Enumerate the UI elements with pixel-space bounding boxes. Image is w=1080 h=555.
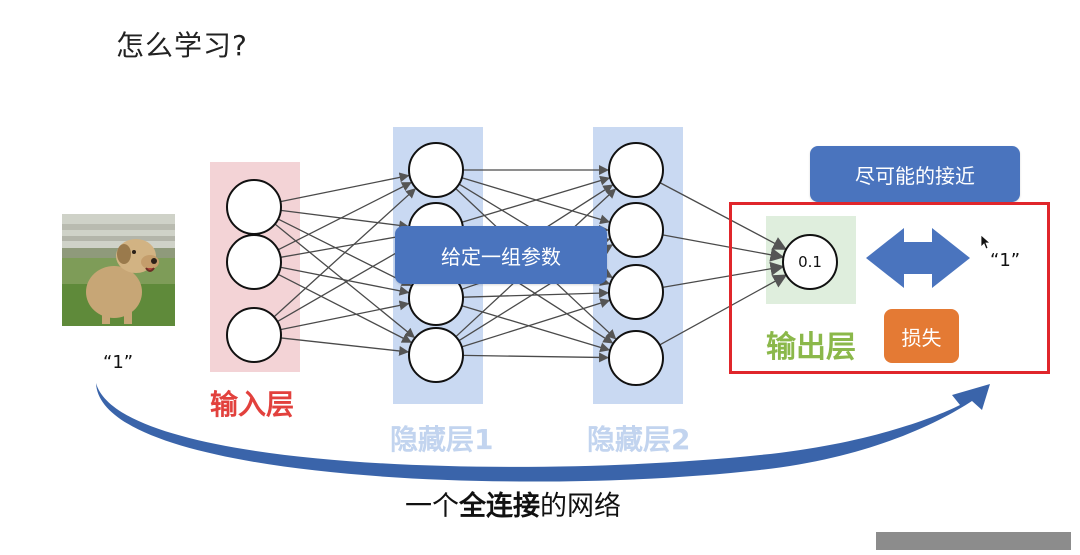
horizontal-scrollbar[interactable] xyxy=(876,532,1071,550)
hidden-layer-2-label: 隐藏层2 xyxy=(587,423,691,456)
connection-edge xyxy=(461,305,611,353)
compare-double-arrow xyxy=(866,228,970,288)
connection-edge xyxy=(274,223,416,338)
connection-edge xyxy=(277,273,412,343)
input-node xyxy=(226,179,282,235)
connection-edge xyxy=(662,234,785,262)
output-node xyxy=(782,234,838,290)
hidden-1-node xyxy=(408,142,464,198)
input-node xyxy=(226,307,282,363)
connection-edge xyxy=(280,300,410,331)
given-params-box: 给定一组参数 xyxy=(395,226,607,284)
connection-edge xyxy=(273,188,416,318)
output-highlight-frame xyxy=(729,202,1050,374)
dog-photo xyxy=(62,214,175,326)
connection-edge xyxy=(461,298,611,348)
hidden-layer-1-label: 隐藏层1 xyxy=(390,423,494,456)
page-title: 怎么学习? xyxy=(116,29,248,62)
output-value: 0.1 xyxy=(798,253,822,271)
output-layer-label: 输出层 xyxy=(766,330,856,365)
connection-edge xyxy=(462,288,610,299)
connection-edge xyxy=(280,172,410,203)
connection-edge xyxy=(659,182,788,250)
input-target-label: “1” xyxy=(103,352,134,373)
connection-edge xyxy=(277,243,413,323)
training-loop-arrow xyxy=(96,383,990,482)
hidden-2-node xyxy=(608,142,664,198)
connection-edge xyxy=(280,209,410,231)
connection-edge xyxy=(462,352,610,363)
connection-edge xyxy=(662,261,785,289)
connection-edge xyxy=(280,337,410,356)
hidden-2-node xyxy=(608,330,664,386)
output-target-label: “1” xyxy=(990,250,1021,271)
connection-edge xyxy=(280,231,410,258)
connection-edge xyxy=(277,182,412,251)
connection-edge xyxy=(461,175,611,223)
connection-edge xyxy=(659,274,788,346)
input-node xyxy=(226,234,282,290)
loss-box: 损失 xyxy=(884,309,959,363)
as-close-as-possible-box: 尽可能的接近 xyxy=(810,146,1020,202)
hidden-2-node xyxy=(608,264,664,320)
hidden-2-node xyxy=(608,202,664,258)
hidden-1-node xyxy=(408,327,464,383)
mouse-cursor-icon xyxy=(980,234,992,250)
diagram-caption: 一个全连接的网络 xyxy=(405,491,621,522)
input-layer-label: 输入层 xyxy=(210,388,295,421)
connection-edge xyxy=(280,266,410,296)
